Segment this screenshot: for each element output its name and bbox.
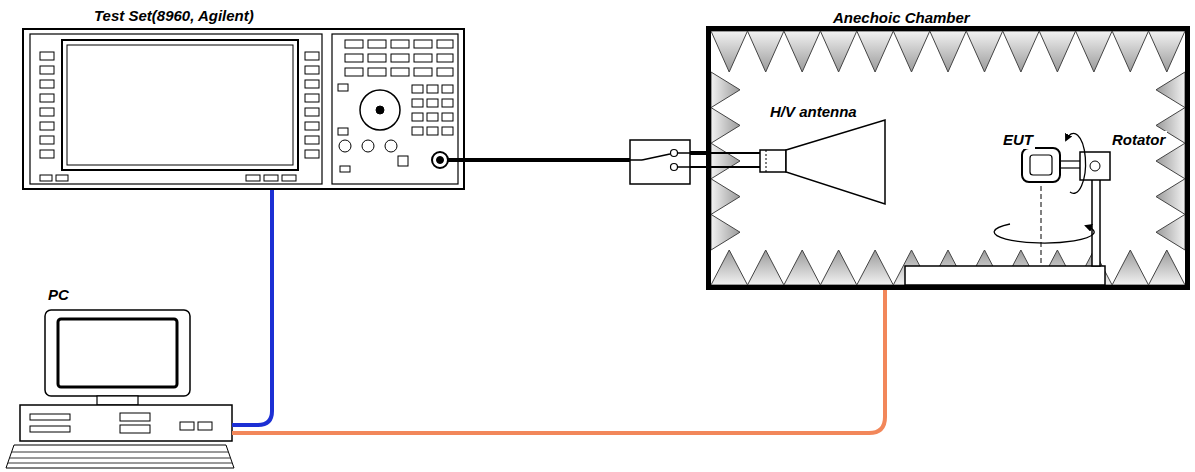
rf-switch <box>630 140 690 184</box>
antenna-feed-detail <box>766 150 767 172</box>
eut-screen <box>1030 155 1052 175</box>
blue-cable <box>232 190 272 425</box>
eut-label: EUT <box>1001 131 1035 149</box>
node-heading: Test Set(8960, Agilent) <box>94 7 254 25</box>
rotator-label: Rotator <box>1110 131 1167 149</box>
instrument-box: Test Set(8960, Agilent) <box>22 28 465 190</box>
absorber-cones <box>711 31 1185 285</box>
pc-box: PC <box>18 308 232 442</box>
eut-device <box>1022 148 1060 182</box>
rotation-arrow <box>1066 133 1086 193</box>
antenna-feed <box>760 150 786 172</box>
antenna-feed-line <box>690 166 760 168</box>
horn-antenna <box>786 120 885 204</box>
orange-cable <box>232 290 885 433</box>
rotator-pole <box>1092 178 1100 266</box>
node-heading: PC <box>48 286 69 304</box>
blue-cable <box>232 190 272 425</box>
rotator-head-detail <box>1090 161 1100 171</box>
chamber-box: Anechoic Chamber <box>706 26 1190 290</box>
rotator-arm <box>1058 161 1082 168</box>
antenna-label: H/V antenna <box>768 103 859 121</box>
rotation-arrow <box>994 224 1094 243</box>
test-set-illustration <box>30 34 458 184</box>
node-heading: Anechoic Chamber <box>833 9 970 27</box>
pc-illustration <box>6 310 234 468</box>
turntable-platform <box>905 266 1105 285</box>
orange-cable <box>232 290 885 433</box>
